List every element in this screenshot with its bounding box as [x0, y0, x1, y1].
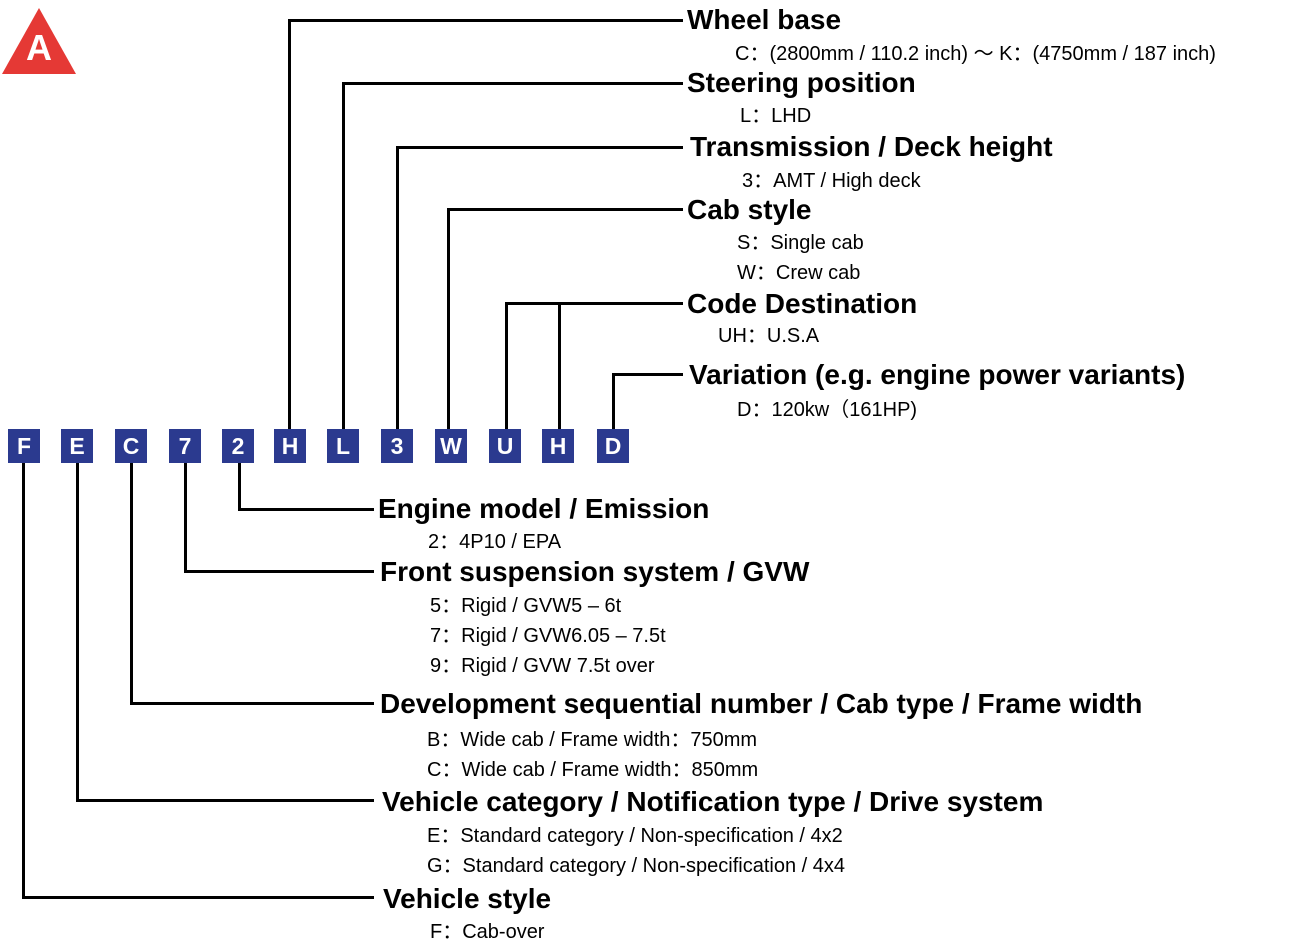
code-char-10: U: [489, 429, 521, 463]
connector-engine-h: [238, 508, 374, 511]
category-detail-1: E：Standard category / Non-specification …: [427, 825, 843, 847]
connector-development-v: [130, 463, 133, 705]
transmission-detail: 3：AMT / High deck: [742, 170, 921, 192]
transmission-title: Transmission / Deck height: [690, 131, 1053, 162]
logo-letter: A: [26, 27, 52, 68]
category-detail-2: G：Standard category / Non-specification …: [427, 855, 845, 877]
category-title: Vehicle category / Notification type / D…: [382, 786, 1044, 817]
suspension-detail-1: 5：Rigid / GVW5 – 6t: [430, 595, 622, 617]
destination-detail: UH：U.S.A: [718, 325, 820, 347]
connector-wheel-base-h: [288, 19, 683, 22]
connector-category-h: [76, 799, 374, 802]
connector-suspension-h: [184, 570, 374, 573]
development-detail-2: C：Wide cab / Frame width：850mm: [427, 759, 759, 781]
code-char-9: W: [435, 429, 467, 463]
connector-transmission-v: [396, 146, 399, 429]
code-char-12: D: [597, 429, 629, 463]
code-char-1: F: [8, 429, 40, 463]
connector-wheel-base-v: [288, 19, 291, 429]
suspension-detail-2: 7：Rigid / GVW6.05 – 7.5t: [430, 625, 666, 647]
code-char-6: H: [274, 429, 306, 463]
connector-destination-v2: [558, 302, 561, 429]
connector-steering-h: [342, 82, 683, 85]
wheel-base-title: Wheel base: [687, 4, 842, 35]
connector-cab-style-h: [447, 208, 683, 211]
connector-destination-h: [505, 302, 683, 305]
connector-transmission-h: [396, 146, 683, 149]
red-triangle-icon: [2, 8, 76, 74]
section-a-logo: A: [2, 8, 76, 74]
code-char-7: L: [327, 429, 359, 463]
engine-detail: 2：4P10 / EPA: [428, 531, 562, 553]
engine-title: Engine model / Emission: [378, 493, 710, 524]
code-char-3: C: [115, 429, 147, 463]
connector-variation-v: [612, 373, 615, 429]
code-char-2: E: [61, 429, 93, 463]
connector-variation-h: [612, 373, 683, 376]
code-char-11: H: [542, 429, 574, 463]
suspension-detail-3: 9：Rigid / GVW 7.5t over: [430, 655, 655, 677]
code-char-5: 2: [222, 429, 254, 463]
connector-cab-style-v: [447, 208, 450, 429]
connector-vehicle-style-h: [22, 896, 374, 899]
cab-style-detail-2: W：Crew cab: [737, 262, 861, 284]
connector-steering-v: [342, 82, 345, 429]
connector-vehicle-style-v: [22, 463, 25, 899]
cab-style-title: Cab style: [687, 194, 812, 225]
development-detail-1: B：Wide cab / Frame width：750mm: [427, 729, 758, 751]
vehicle-style-detail: F：Cab-over: [430, 921, 545, 943]
connector-category-v: [76, 463, 79, 802]
code-char-4: 7: [169, 429, 201, 463]
suspension-title: Front suspension system / GVW: [380, 556, 810, 587]
destination-title: Code Destination: [687, 288, 918, 319]
code-char-8: 3: [381, 429, 413, 463]
connector-suspension-v: [184, 463, 187, 573]
connector-destination-v1: [505, 302, 508, 429]
variation-detail: D：120kw（161HP): [737, 399, 918, 421]
connector-engine-v: [238, 463, 241, 511]
development-title: Development sequential number / Cab type…: [380, 688, 1143, 719]
steering-detail: L：LHD: [740, 105, 812, 127]
cab-style-detail-1: S：Single cab: [737, 232, 864, 254]
wheel-base-detail: C：(2800mm / 110.2 inch) ～ K：(4750mm / 18…: [735, 43, 1216, 65]
connector-development-h: [130, 702, 374, 705]
variation-title: Variation (e.g. engine power variants): [689, 359, 1186, 390]
steering-title: Steering position: [687, 67, 916, 98]
vehicle-style-title: Vehicle style: [383, 883, 552, 914]
